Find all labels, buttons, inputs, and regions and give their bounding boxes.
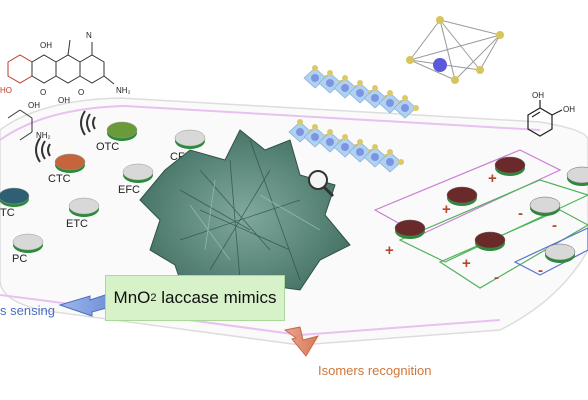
lower-o-atom	[297, 119, 303, 125]
sensing-label: s sensing	[0, 303, 55, 318]
magnifier-icon	[308, 170, 335, 198]
upper-o-atom	[312, 65, 318, 71]
disc-cfc	[174, 129, 206, 147]
crystal-structure	[288, 65, 419, 173]
disc-label-pc: PC	[12, 253, 27, 265]
lower-mn-atom	[386, 158, 394, 166]
array-sign: -	[518, 205, 523, 222]
atom-ho: HO	[0, 86, 12, 95]
atom-oh-2: OH	[58, 96, 70, 105]
array-sign: -	[552, 217, 557, 234]
signal-icon	[35, 110, 96, 163]
lower-o-atom	[372, 144, 378, 150]
array-sign: +	[442, 201, 451, 218]
laccase-text: laccase mimics	[156, 288, 277, 307]
lower-mn-atom	[371, 153, 379, 161]
mno2-nanosheet	[139, 129, 351, 301]
atom-nh2-2: NH₂	[36, 131, 51, 140]
disc-label-efc: EFC	[118, 184, 140, 196]
upper-o-atom	[342, 75, 348, 81]
array-disc	[446, 186, 478, 204]
array-disc	[494, 156, 526, 174]
upper-mn-atom	[326, 79, 334, 87]
disc-tc	[0, 187, 30, 205]
array-signs: + + + - - + - -	[385, 170, 557, 286]
atom-o-2: O	[78, 88, 84, 97]
atom-oh-3: OH	[28, 101, 40, 110]
atom-oh-1: OH	[40, 41, 52, 50]
disc-label-otc: OTC	[96, 141, 119, 153]
disc-efc	[122, 163, 154, 181]
upper-o-atom	[327, 70, 333, 76]
unit-cell	[406, 16, 504, 84]
antibiotic-discs	[0, 121, 206, 253]
array-sign: +	[488, 170, 497, 187]
catechol-oh-2: OH	[563, 105, 575, 114]
array-discs	[394, 156, 588, 263]
atom-o-1: O	[40, 88, 46, 97]
lower-mn-atom	[326, 138, 334, 146]
upper-mn-atom	[386, 99, 394, 107]
upper-mn-atom	[311, 74, 319, 82]
atom-n: N	[86, 31, 92, 40]
lower-mn-atom	[311, 133, 319, 141]
lower-mn-atom	[341, 143, 349, 151]
disc-label-ctc: CTC	[48, 173, 71, 185]
lower-o-atom	[312, 124, 318, 130]
catechol-oh-1: OH	[532, 91, 544, 100]
upper-mn-atom	[341, 84, 349, 92]
lower-o-atom	[342, 134, 348, 140]
upper-o-atom	[413, 105, 419, 111]
upper-o-atom	[357, 80, 363, 86]
disc-otc	[106, 121, 138, 139]
upper-mn-atom	[401, 104, 409, 112]
lower-mn-atom	[296, 128, 304, 136]
array-sign: +	[385, 242, 394, 259]
upper-mn-atom	[371, 94, 379, 102]
right-arrow	[283, 326, 320, 357]
lower-o-atom	[387, 149, 393, 155]
catechol-structure	[527, 100, 563, 137]
array-disc	[394, 219, 426, 237]
disc-etc	[68, 197, 100, 215]
lower-o-atom	[327, 129, 333, 135]
upper-mn-atom	[356, 89, 364, 97]
array-disc	[544, 243, 576, 261]
lower-o-atom	[357, 139, 363, 145]
upper-o-atom	[372, 85, 378, 91]
antibiotic-labels: OTC CFC CTC EFC TC ETC PC	[0, 141, 193, 265]
isomers-label: Isomers recognition	[318, 363, 432, 378]
lower-mn-atom	[356, 148, 364, 156]
array-disc	[529, 196, 561, 214]
array-sign: -	[494, 269, 499, 286]
lower-o-atom	[398, 159, 404, 165]
array-sign: -	[538, 262, 543, 279]
mno2-text: MnO	[113, 288, 151, 307]
array-sign: +	[462, 255, 471, 272]
array-disc	[474, 231, 506, 249]
tetracycline-structure	[7, 39, 115, 141]
array-disc	[566, 166, 588, 184]
disc-pc	[12, 233, 44, 251]
mno2-subscript: 2	[150, 292, 157, 304]
disc-label-etc: ETC	[66, 218, 88, 230]
atom-nh2: NH₂	[116, 86, 131, 95]
disc-label-tc: TC	[0, 207, 15, 219]
upper-o-atom	[387, 90, 393, 96]
disc-ctc	[54, 153, 86, 171]
upper-o-atom	[402, 95, 408, 101]
